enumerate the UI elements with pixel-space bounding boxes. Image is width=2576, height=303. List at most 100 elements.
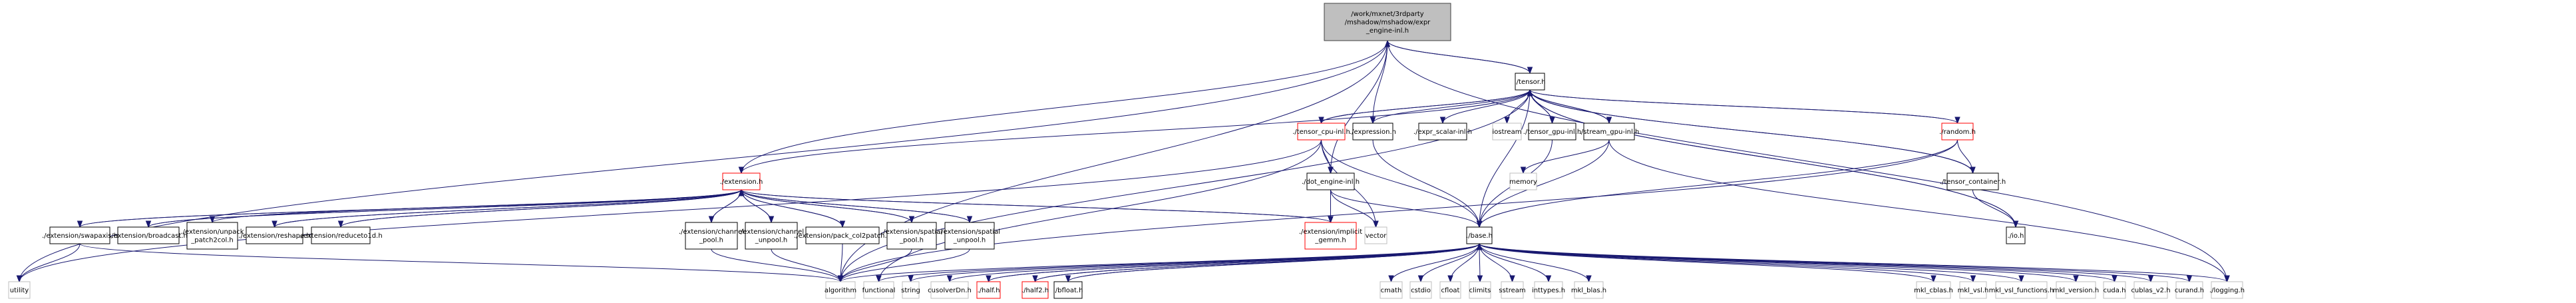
node-half[interactable]: ./half.h [976, 281, 1001, 299]
node-label: ./extension/implicit [1299, 228, 1362, 236]
node-implicit-gemm[interactable]: ./extension/implicit_gemm.h [1299, 222, 1362, 250]
node-broadcast[interactable]: ./extension/broadcast.h [109, 226, 188, 244]
node-inttypes[interactable]: inttypes.h [1532, 281, 1565, 299]
node-box [825, 281, 856, 299]
edge-line [19, 139, 1322, 282]
arrowhead-icon [1328, 166, 1334, 174]
node-expression[interactable]: ./expression.h [1350, 123, 1396, 141]
edge-line [1523, 139, 1610, 174]
node-tensor-gpu[interactable]: ./tensor_gpu-inl.h [1523, 123, 1581, 141]
node-curand[interactable]: curand.h [2175, 281, 2204, 299]
node-utility[interactable]: utility [8, 281, 31, 299]
node-base[interactable]: ./base.h [1466, 226, 1493, 244]
edge-layer [16, 39, 2230, 283]
edge-line [1479, 243, 1974, 282]
arrowhead-icon [1504, 117, 1510, 125]
node-label: ./extension/reduceto1d.h [299, 232, 382, 240]
node-dot-engine[interactable]: ./dot_engine-inl.h [1302, 172, 1360, 190]
node-label: ./tensor_container.h [1940, 178, 2006, 186]
node-cmath[interactable]: cmath [1380, 281, 1403, 299]
arrowhead-icon [908, 216, 915, 224]
edge-line [1372, 139, 1480, 228]
node-iostream[interactable]: iostream [1492, 123, 1522, 141]
edge-base-to-mkl-vsl-functions [1479, 243, 2024, 283]
arrowhead-icon [337, 220, 344, 228]
edge-line [1035, 243, 1480, 282]
node-io[interactable]: ./io.h [2006, 226, 2026, 244]
node-tensor[interactable]: ./tensor.h [1515, 73, 1546, 91]
node-cuda[interactable]: cuda.h [2103, 281, 2126, 299]
edge-base-to-mkl-cblas [1479, 243, 1936, 283]
node-cfloat[interactable]: cfloat [1439, 281, 1461, 299]
node-label: _patch2col.h [190, 237, 234, 244]
edge-line [1391, 243, 1480, 282]
node-cstdio[interactable]: cstdio [1409, 281, 1432, 299]
edge-base-to-mkl-blas [1479, 243, 1592, 283]
edge-line [840, 139, 1958, 282]
arrowhead-icon [272, 220, 277, 228]
node-tensor-container[interactable]: ./tensor_container.h [1940, 172, 2006, 190]
node-tensor-cpu[interactable]: ./tensor_cpu-inl.h [1292, 123, 1350, 141]
node-box [1528, 123, 1576, 141]
node-spatial-unpool[interactable]: ./extension/spatial_unpool.h [939, 222, 1000, 250]
node-reshape[interactable]: ./extension/reshape.h [238, 226, 311, 244]
node-functional[interactable]: functional [862, 281, 896, 299]
node-pack-col2patch[interactable]: ./extension/pack_col2patch.h [794, 226, 891, 244]
node-mkl-vsl[interactable]: mkl_vsl.h [1958, 281, 1989, 299]
node-label: ./extension/broadcast.h [109, 232, 188, 240]
arrowhead-icon [1065, 275, 1071, 283]
node-vector[interactable]: vector [1364, 226, 1387, 244]
node-box [1946, 172, 1999, 190]
node-stream-gpu[interactable]: ./stream_gpu-inl.h [1579, 123, 1640, 141]
edge-root-to-extension [738, 40, 1388, 174]
node-channel-unpool[interactable]: ./extension/channel_unpool.h [739, 222, 804, 250]
arrowhead-icon [2073, 275, 2079, 283]
node-unpack[interactable]: ./extension/unpack_patch2col.h [180, 222, 244, 250]
node-label: ./extension/channel [739, 228, 804, 236]
edge-line [274, 189, 742, 228]
node-algorithm[interactable]: algorithm [825, 281, 856, 299]
node-bfloat[interactable]: ./bfloat.h [1053, 281, 1083, 299]
node-label: ./tensor_gpu-inl.h [1523, 129, 1581, 136]
node-box [722, 172, 761, 190]
node-swapaxis[interactable]: ./extension/swapaxis.h [42, 226, 118, 244]
node-channel-pool[interactable]: ./extension/channel_pool.h [679, 222, 744, 250]
node-mkl-cblas[interactable]: mkl_cblas.h [1914, 281, 1953, 299]
edge-dot-engine-to-vector [1330, 189, 1379, 228]
node-reduceto1d[interactable]: ./extension/reduceto1d.h [299, 226, 383, 244]
edge-line [1479, 139, 1958, 228]
node-cusolverDn[interactable]: cusolverDn.h [928, 281, 972, 299]
arrowhead-icon [946, 275, 953, 283]
node-extension[interactable]: ./extension.h [720, 172, 763, 190]
arrowhead-icon [1520, 166, 1527, 174]
edge-random-to-tensor-container [1957, 139, 1976, 174]
edge-half-to-base [988, 242, 1483, 282]
edge-line [1479, 243, 2076, 282]
node-box [1583, 123, 1635, 141]
node-expr-scalar[interactable]: ./expr_scalar-inl.h [1413, 123, 1472, 141]
node-spatial-pool[interactable]: ./extension/spatial_pool.h [881, 222, 942, 250]
node-logging[interactable]: ./logging.h [2209, 281, 2245, 299]
node-mkl-version[interactable]: mkl_version.h [2053, 281, 2099, 299]
node-climits[interactable]: climits [1469, 281, 1491, 299]
node-memory[interactable]: memory [1509, 172, 1537, 190]
edge-line [1479, 243, 1934, 282]
node-mkl-vsl-functions[interactable]: mkl_vsl_functions.h [1989, 281, 2054, 299]
node-label: curand.h [2175, 287, 2204, 294]
node-box [863, 281, 894, 299]
node-mkl-blas[interactable]: mkl_blas.h [1571, 281, 1606, 299]
node-random[interactable]: ./random.h [1939, 123, 1976, 141]
node-string[interactable]: string [901, 281, 920, 299]
edge-line [1479, 139, 1610, 228]
edge-unpack-to-extension [212, 188, 745, 223]
node-box [1959, 281, 1987, 299]
node-cublas-v2[interactable]: cublas_v2.h [2131, 281, 2171, 299]
node-label: algorithm [825, 287, 856, 294]
edge-line [19, 243, 81, 282]
node-label: /mshadow/mshadow/expr [1345, 19, 1431, 26]
node-sstream[interactable]: sstream [1499, 281, 1526, 299]
node-half2[interactable]: ./half2.h [1021, 281, 1049, 299]
node-root[interactable]: /work/mxnet/3rdparty/mshadow/mshadow/exp… [1324, 3, 1451, 41]
edge-line [1529, 89, 1973, 174]
node-box [1352, 123, 1393, 141]
